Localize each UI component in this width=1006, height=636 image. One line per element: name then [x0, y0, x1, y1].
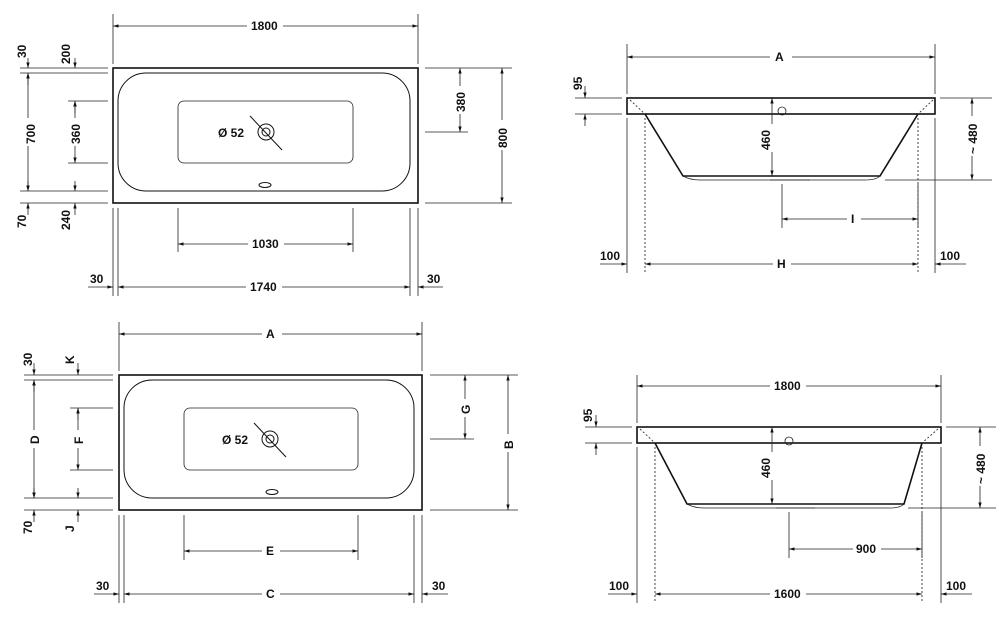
- inner-width-label: D: [28, 435, 42, 444]
- rim-label: 95: [581, 408, 595, 422]
- left-overhang-label: 100: [600, 249, 620, 263]
- overall-width-label: B: [502, 440, 516, 449]
- top-edge-label: 30: [15, 44, 29, 58]
- inner-length-label: C: [266, 587, 275, 601]
- tub-rim: [636, 426, 942, 444]
- drain-diameter-label: Ø 52: [218, 126, 244, 140]
- side-section-1800: 1800 95 460 ~ 480 900 1600 100 1: [581, 375, 996, 603]
- drain-icon: [253, 422, 287, 458]
- left-offset-label: 30: [90, 272, 104, 286]
- depth-label: 460: [759, 130, 773, 150]
- floor-length-label: 1030: [252, 237, 279, 251]
- drain-icon: [249, 115, 283, 151]
- drain-position-label: I: [851, 212, 854, 226]
- rim-label: 95: [571, 76, 585, 90]
- bottom-edge-label: 70: [15, 214, 29, 228]
- tub-body: [644, 113, 919, 177]
- drain-offset-label: 380: [454, 92, 468, 112]
- base-length-label: H: [777, 257, 786, 271]
- height-label: ~ 480: [966, 123, 980, 154]
- inner-width-label: 700: [24, 124, 38, 144]
- right-overhang-label: 100: [946, 579, 966, 593]
- left-offset-label: 30: [96, 579, 110, 593]
- bottom-edge-label: 70: [21, 520, 35, 534]
- side-section-generic: A 95 460 ~ 480 I H 100 100: [571, 44, 992, 273]
- depth-label: 460: [759, 458, 773, 478]
- tub-outer-rim: [118, 374, 423, 511]
- left-overhang-label: 100: [609, 579, 629, 593]
- top-depth-label: 200: [59, 44, 73, 64]
- overflow-icon: [265, 489, 279, 495]
- length-label: A: [775, 50, 784, 64]
- tub-inner-basin: [123, 379, 415, 499]
- bottom-depth-label: J: [63, 525, 77, 532]
- tub-rim: [626, 97, 936, 115]
- tub-floor: [183, 407, 359, 471]
- base-length-label: 1600: [774, 587, 801, 601]
- overall-length-label: 1800: [251, 19, 278, 33]
- plan-view-generic: Ø 52 A B G 30 K D: [21, 322, 518, 603]
- overflow-icon: [258, 182, 272, 188]
- right-overhang-label: 100: [940, 249, 960, 263]
- drain-zone-label: 360: [69, 124, 83, 144]
- inner-length-label: 1740: [250, 280, 277, 294]
- plan-view-dimensions: Ø 52 1800 800 380 30 200: [15, 14, 512, 296]
- length-label: 1800: [774, 379, 801, 393]
- right-offset-label: 30: [427, 272, 441, 286]
- height-label: ~ 480: [974, 453, 988, 484]
- tub-outer-rim: [112, 67, 419, 204]
- drain-position-label: 900: [856, 542, 876, 556]
- drain-offset-label: G: [459, 405, 473, 414]
- tub-body: [654, 442, 923, 505]
- overall-length-label: A: [266, 327, 275, 341]
- top-edge-label: 30: [21, 352, 35, 366]
- drain-zone-label: F: [72, 437, 86, 444]
- overflow-icon: [777, 106, 787, 116]
- overflow-icon: [784, 436, 794, 446]
- overall-width-label: 800: [496, 128, 510, 148]
- top-depth-label: K: [63, 355, 77, 364]
- tub-inner-basin: [117, 72, 411, 192]
- drain-diameter-label: Ø 52: [222, 433, 248, 447]
- floor-length-label: E: [266, 544, 274, 558]
- right-offset-label: 30: [432, 579, 446, 593]
- bottom-depth-label: 240: [59, 210, 73, 230]
- tub-floor: [177, 100, 354, 164]
